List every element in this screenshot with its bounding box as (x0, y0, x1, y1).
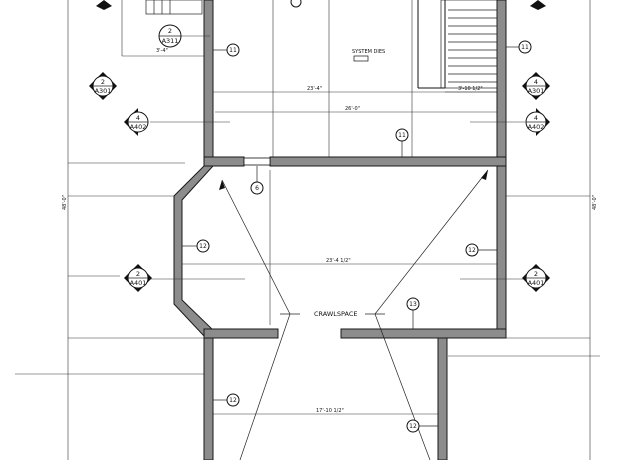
wall-tag-label: 11 (521, 44, 529, 51)
wall-tag (406, 419, 420, 433)
dim-right-overall: 48'-0" (592, 195, 598, 210)
section-marker: 2 A401 (460, 264, 550, 292)
dim-small: 3'-4" (156, 48, 168, 54)
wall-tag-label: 6 (255, 185, 259, 192)
section-marker-sheet: A301 (95, 87, 112, 95)
section-marker: 4 A402 (124, 108, 230, 136)
stair (145, 0, 498, 89)
wall-tag (465, 243, 479, 257)
section-marker-sheet: A311 (162, 37, 179, 45)
section-marker-number: 2 (168, 27, 172, 35)
section-marker-sheet: A401 (130, 279, 147, 287)
dim-top-span: 23'-4" (307, 86, 322, 92)
wall-tag-label: 12 (468, 247, 476, 254)
wall-tag (196, 239, 210, 253)
wall-tag (518, 40, 532, 54)
section-marker-number: 4 (534, 114, 538, 122)
section-markers: 2 A311 2 A301 4 A402 4 A301 (89, 0, 550, 292)
section-marker: 4 A402 (470, 108, 550, 136)
section-marker: 2 A301 (89, 72, 117, 100)
wall-tag-label: 12 (229, 397, 237, 404)
wall-tags: 11 11 11 6 12 12 13 12 12 (182, 40, 532, 433)
section-marker-sheet: A402 (130, 123, 147, 131)
wall-tag-label: 12 (409, 423, 417, 430)
wall-tag (395, 128, 409, 142)
wall-tag-label: 12 (199, 243, 207, 250)
section-marker: 4 A301 (522, 72, 550, 100)
section-marker-number: 2 (101, 78, 105, 86)
section-marker-sheet: A301 (528, 87, 545, 95)
section-marker-number: 4 (534, 78, 538, 86)
section-marker-sheet: A401 (528, 279, 545, 287)
section-marker-sheet: A402 (528, 123, 545, 131)
dimension-lines (15, 0, 600, 460)
wall-tag (226, 43, 240, 57)
dim-upper-span: 26'-0" (345, 106, 360, 112)
equipment-box: SYSTEM DIES (352, 49, 385, 62)
room-leaders (219, 169, 489, 460)
section-marker-number: 4 (136, 114, 140, 122)
dim-lower-span: 17'-10 1/2" (316, 408, 344, 414)
dim-left-overall: 48'-0" (62, 195, 68, 210)
equipment-label: SYSTEM DIES (352, 49, 385, 55)
wall-tag (250, 181, 264, 195)
dim-stair-width: 3'-10 1/2" (458, 86, 483, 92)
wall-tag-label: 11 (398, 132, 406, 139)
wall-tag (226, 393, 240, 407)
section-marker-number: 2 (136, 270, 140, 278)
dim-mid-span: 23'-4 1/2" (326, 258, 351, 264)
walls (173, 0, 507, 460)
wall-tag-label: 13 (409, 301, 417, 308)
wall-tag (406, 297, 420, 311)
section-marker-number: 2 (534, 270, 538, 278)
section-marker: 2 A311 (158, 24, 210, 48)
section-marker: 2 A401 (124, 264, 245, 292)
room-label-crawlspace: CRAWLSPACE (314, 310, 358, 318)
dimension-texts: 23'-4" 26'-0" 23'-4 1/2" 17'-10 1/2" 3'-… (62, 48, 598, 414)
wall-tag-label: 11 (229, 47, 237, 54)
